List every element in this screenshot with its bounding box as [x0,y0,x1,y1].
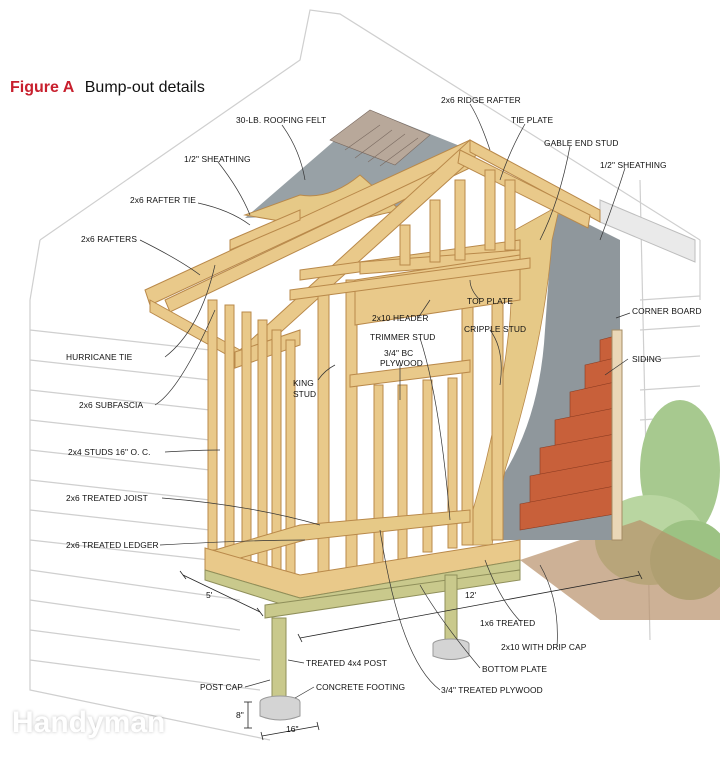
dimension-lines [179,570,643,741]
label-1x6-treated: 1x6 TREATED [480,618,536,628]
label-bc-plywood-1: 3/4" BC [384,348,414,358]
label-sheathing-right: 1/2" SHEATHING [600,160,667,170]
label-siding: SIDING [632,354,662,364]
figure-number: Figure A [10,79,75,96]
label-treated-joist: 2x6 TREATED JOIST [66,493,148,503]
posts [271,574,458,699]
label-rafter-tie: 2x6 RAFTER TIE [130,195,196,205]
label-drip-cap: 2x10 WITH DRIP CAP [501,642,587,652]
figure-title: Figure A Bump-out details [10,79,205,97]
label-ridge-rafter: 2x6 RIDGE RAFTER [441,95,521,105]
corner-board [611,329,623,541]
label-roofing-felt: 30-LB. ROOFING FELT [236,115,327,125]
label-treated-ledger: 2x6 TREATED LEDGER [66,540,159,550]
label-rafters: 2x6 RAFTERS [81,234,138,244]
label-post-cap: POST CAP [200,682,243,692]
label-gable-end-stud: GABLE END STUD [544,138,619,148]
label-bc-plywood-2: PLYWOOD [380,358,423,368]
dimension-width: 12' [465,590,477,600]
dimension-footing-width: 16" [286,724,299,734]
label-king-stud-2: STUD [293,389,317,399]
side-wall-studs [207,299,296,586]
brand-logo: Handyman [12,706,166,739]
label-tie-plate: TIE PLATE [511,115,554,125]
label-concrete-footing: CONCRETE FOOTING [316,682,406,692]
siding-boards [519,335,616,531]
label-top-plate: TOP PLATE [467,296,514,306]
rafters [144,139,601,361]
label-king-stud-1: KING [293,378,314,388]
label-bottom-plate: BOTTOM PLATE [482,664,548,674]
footings [259,638,470,721]
window-sill [349,359,471,388]
label-treated-post: TREATED 4x4 POST [306,658,388,668]
label-cripple-stud: CRIPPLE STUD [464,324,527,334]
shingles [329,109,431,167]
label-trimmer-stud: TRIMMER STUD [370,332,436,342]
label-subfascia: 2x6 SUBFASCIA [79,400,144,410]
mulch-bed [520,520,720,620]
gable-framing [299,169,521,281]
house-wall-outline [29,9,701,741]
label-sheathing-left: 1/2" SHEATHING [184,154,251,164]
dimension-depth: 5' [206,590,213,600]
rafter-tie [229,209,301,251]
figure-caption: Bump-out details [84,79,205,96]
leader-lines [139,103,631,699]
label-studs: 2x4 STUDS 16" O. C. [68,447,151,457]
label-treated-plywood: 3/4" TREATED PLYWOOD [441,685,543,695]
label-hurricane-tie: HURRICANE TIE [66,352,133,362]
label-corner-board: CORNER BOARD [632,306,702,316]
top-plate [289,257,531,301]
label-header: 2x10 HEADER [372,313,429,323]
dimension-footing-height: 8" [236,710,244,720]
